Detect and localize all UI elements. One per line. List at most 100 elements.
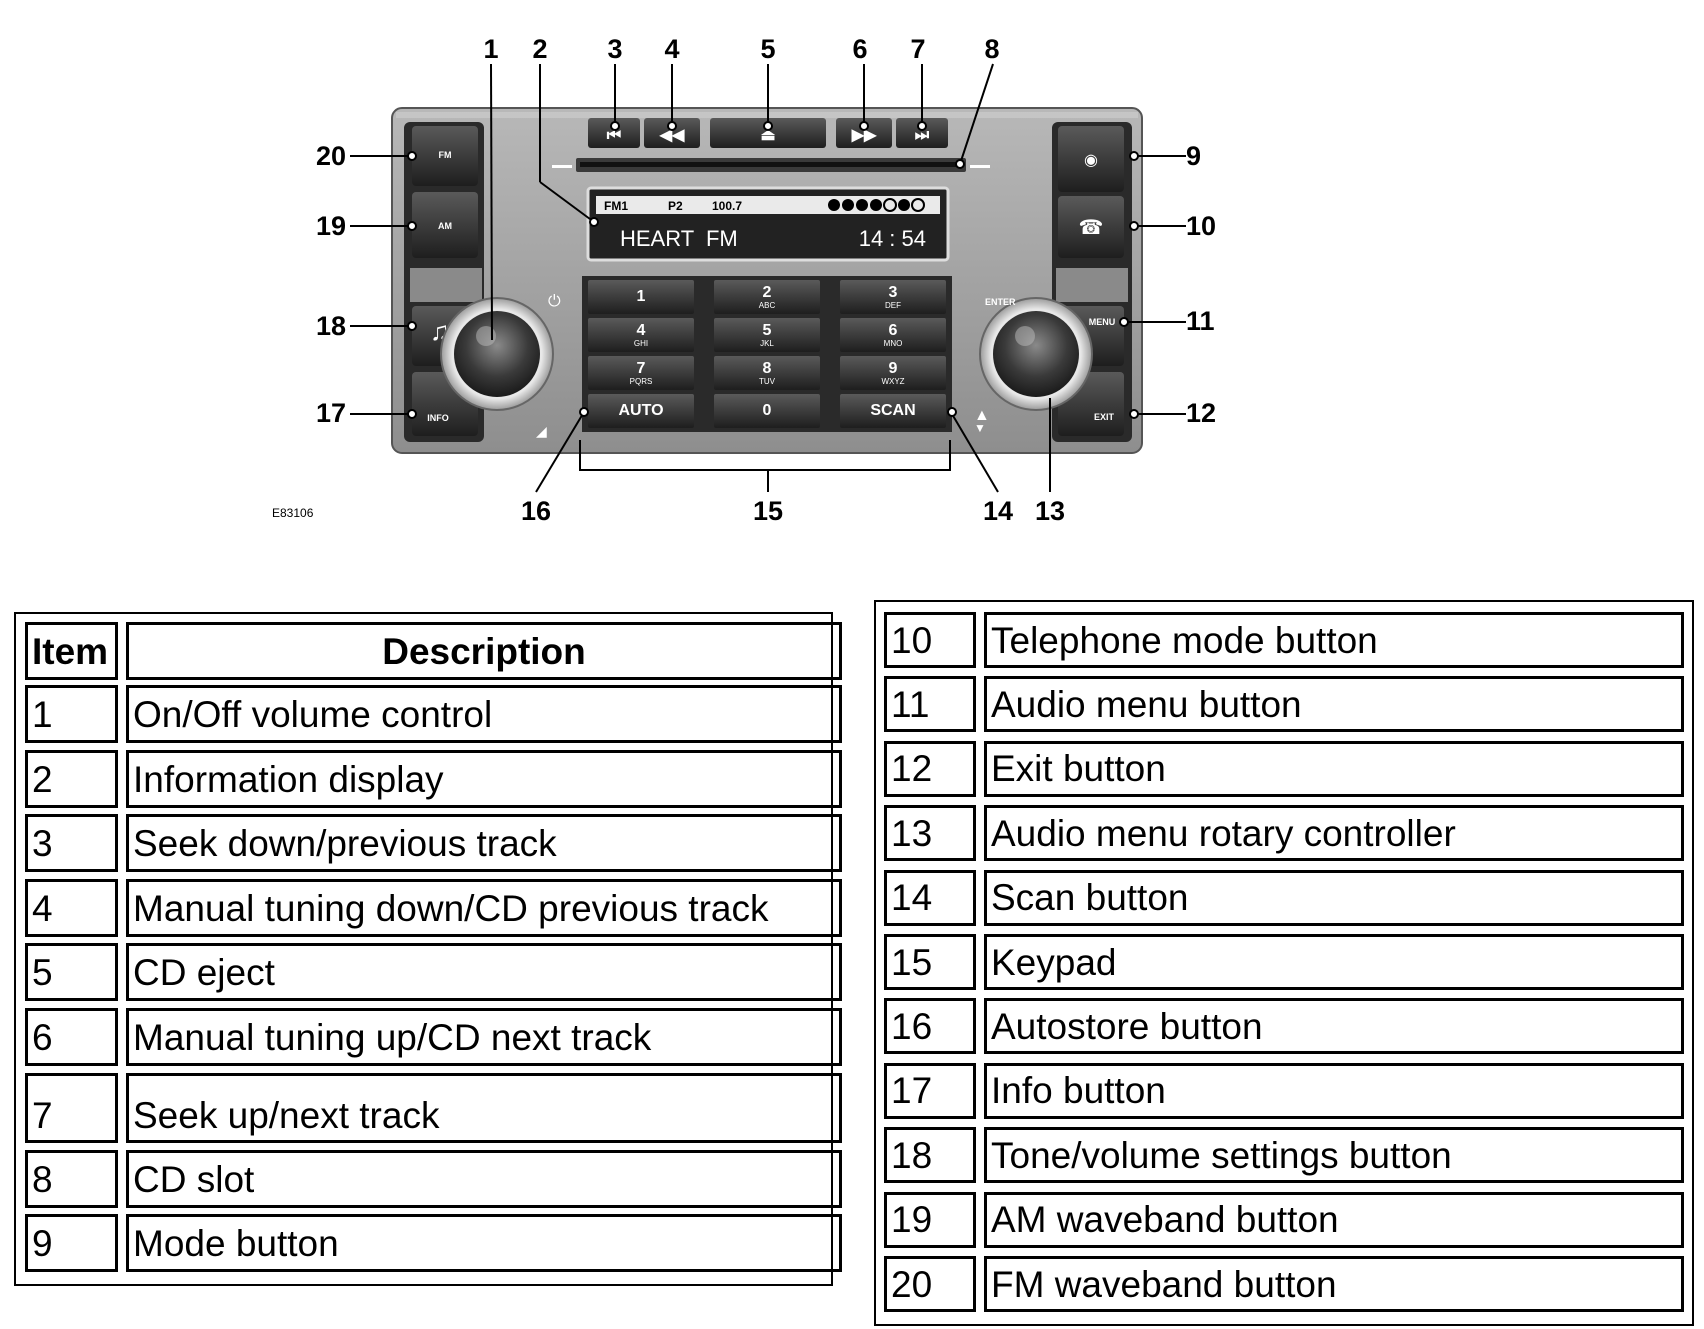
item-number: 1 (25, 685, 118, 743)
information-display: FM1 P2 100.7 HEART FM 14 : 54 (586, 186, 950, 262)
tune-down-button[interactable]: ◀◀ (644, 118, 700, 148)
keypad-key-face (840, 394, 946, 428)
display-frequency: 100.7 (712, 199, 742, 213)
keypad-key-face (840, 280, 946, 314)
callout-number: 11 (1186, 306, 1215, 336)
callout-number: 18 (316, 311, 346, 341)
item-description: Info button (984, 1062, 1684, 1119)
keypad-key-label: 6 (889, 322, 898, 339)
audio-menu-rotary-controller[interactable] (979, 297, 1093, 411)
callout-number: 9 (1186, 141, 1201, 171)
svg-text:⏏: ⏏ (760, 127, 775, 144)
keypad-key-label: 3 (889, 284, 898, 301)
cd-slot[interactable] (552, 158, 990, 172)
item-number: 3 (25, 814, 118, 872)
callout-number: 3 (607, 34, 622, 64)
keypad-key[interactable]: 1 (588, 280, 694, 314)
fm-waveband-button[interactable]: FM (412, 126, 478, 186)
seek-down-button[interactable]: ⏮ (588, 118, 640, 148)
keypad-key[interactable]: 0 (714, 394, 820, 428)
item-number: 13 (884, 805, 976, 862)
item-number: 5 (25, 943, 118, 1001)
item-number: 17 (884, 1062, 976, 1119)
tune-up-button[interactable]: ▶▶ (836, 118, 892, 148)
item-description: Manual tuning up/CD next track (126, 1008, 842, 1066)
svg-text:◀◀: ◀◀ (659, 127, 685, 144)
callout-number: 13 (1035, 496, 1065, 526)
telephone-mode-button[interactable]: ☎ (1058, 196, 1124, 258)
volume-knob[interactable] (440, 297, 554, 411)
keypad-key-label: 8 (763, 360, 772, 377)
phone-icon: ☎ (1079, 217, 1104, 239)
callout-number: 12 (1186, 398, 1216, 428)
keypad-key-letters: WXYZ (881, 377, 904, 386)
mode-button[interactable]: ◉ (1058, 126, 1124, 192)
callout-leaders (350, 63, 1186, 493)
keypad-key-letters: MNO (884, 339, 903, 348)
keypad-key-label: 9 (889, 360, 898, 377)
callout-number: 6 (852, 34, 867, 64)
keypad-bracket (579, 440, 951, 471)
image-code: E83106 (272, 506, 314, 520)
keypad-key-letters: DEF (885, 301, 901, 310)
item-number: 12 (884, 740, 976, 797)
disc-icon: ◉ (1084, 152, 1098, 169)
item-number: 14 (884, 869, 976, 926)
item-description: Mode button (126, 1214, 842, 1272)
keypad-key-face (714, 394, 820, 428)
display-band: FM1 (604, 199, 628, 213)
item-description: Seek up/next track (126, 1073, 842, 1143)
item-number: 20 (884, 1256, 976, 1312)
keypad-key-label: 4 (637, 322, 646, 339)
item-description: Keypad (984, 934, 1684, 990)
item-description: Tone/volume settings button (984, 1127, 1684, 1184)
header-item: Item (25, 622, 118, 680)
callout-number: 2 (532, 34, 547, 64)
am-waveband-button[interactable]: AM (412, 192, 478, 258)
callout-number: 16 (521, 496, 551, 526)
enter-label: ENTER (985, 297, 1016, 307)
keypad-key[interactable]: SCAN (840, 394, 946, 428)
item-number: 15 (884, 934, 976, 990)
callout-number: 20 (316, 141, 346, 171)
callout-number: 15 (753, 496, 783, 526)
item-number: 2 (25, 750, 118, 808)
keypad-key-face (588, 318, 694, 352)
item-number: 18 (884, 1127, 976, 1184)
keypad-key-face (588, 280, 694, 314)
callout-number: 7 (910, 34, 925, 64)
callout-number: 8 (984, 34, 999, 64)
cd-eject-button[interactable]: ⏏ (710, 118, 826, 148)
keypad-key[interactable]: AUTO (588, 394, 694, 428)
item-description: AM waveband button (984, 1191, 1684, 1248)
down-arrow-icon: ▼ (974, 421, 986, 435)
keypad-key-face (714, 318, 820, 352)
svg-text:⏮: ⏮ (607, 127, 621, 144)
seek-up-button[interactable]: ⏭ (896, 118, 948, 148)
am-button-label: AM (438, 221, 452, 231)
item-description: Audio menu rotary controller (984, 805, 1684, 862)
keypad-key-label: SCAN (870, 402, 915, 419)
display-status-icons (828, 198, 925, 212)
